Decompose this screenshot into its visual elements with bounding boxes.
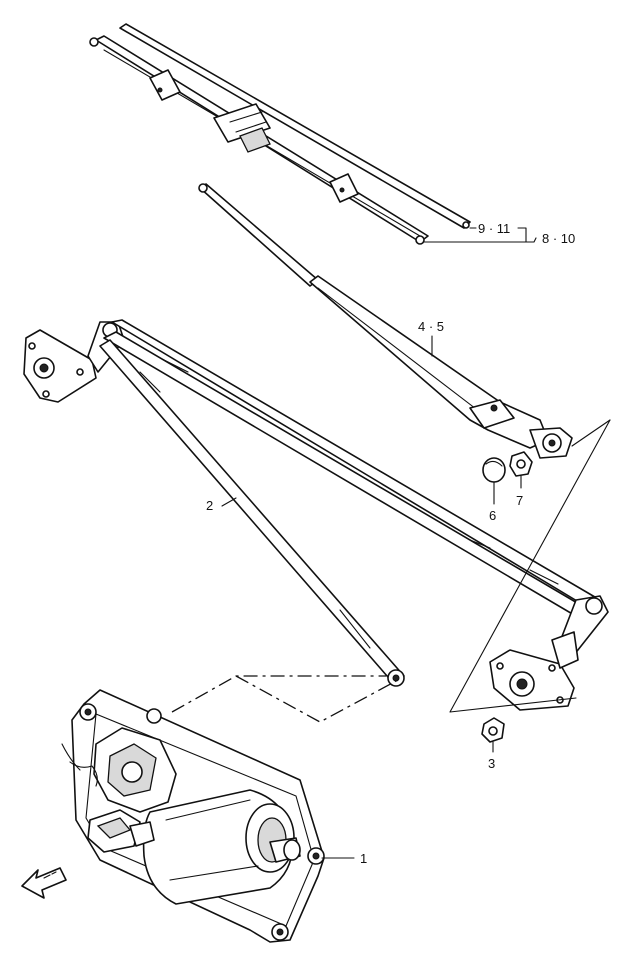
callout-1: 1: [360, 851, 367, 866]
callout-6: 6: [489, 508, 496, 523]
callout-2: 2: [206, 498, 213, 513]
wiper-linkage: [23, 319, 609, 711]
callout-8-10: 8 · 10: [542, 231, 575, 246]
callout-7: 7: [516, 493, 523, 508]
assembly-boundary-line: [449, 419, 611, 713]
arm-nut: [509, 451, 533, 477]
callout-4-5: 4 · 5: [418, 319, 444, 334]
arm-cap: [482, 457, 506, 483]
wiper-blade: [89, 23, 471, 245]
callout-3: 3: [488, 756, 495, 771]
front-direction-arrow-icon: [21, 867, 67, 899]
motor-crank-center-line: [235, 675, 399, 723]
callout-9-11: 9 · 11: [478, 221, 510, 236]
assembly-boundary-line: [571, 419, 611, 447]
wiper-arm: [198, 183, 573, 459]
pivot-nut: [481, 717, 505, 743]
motor-crank-center-line: [171, 675, 386, 713]
wiper-motor-assembly: [61, 689, 325, 943]
leader-lines: [221, 227, 537, 859]
